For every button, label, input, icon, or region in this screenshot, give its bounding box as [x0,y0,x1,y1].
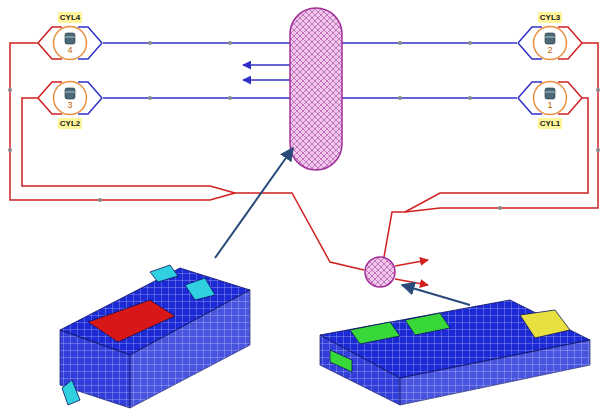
outlet-arrow [395,279,428,285]
cylinder-label: CYL4 [58,12,82,23]
cylinder-label: CYL1 [538,118,562,129]
pointer-arrow [402,285,470,305]
pointer-arrow [215,148,293,258]
plenum-mesh [60,265,250,408]
cylinder-outline [532,25,568,61]
cylinder-symbol: 2 [532,25,568,61]
exhaust-pipe [405,98,588,212]
cylinder-outline [52,80,88,116]
cylinder-number: 2 [532,45,568,55]
cylinder-number: 4 [52,45,88,55]
cylinder-node: CYL4 4 [52,12,88,63]
exhaust-pipe [405,43,598,212]
inlet-arrow [243,79,290,81]
inlet-arrow [243,64,290,66]
exhaust-pipe [22,98,235,193]
intake-pipe [103,42,290,44]
intake-pipe [340,97,517,99]
cylinder-symbol: 4 [52,25,88,61]
cylinder-label: CYL2 [58,118,82,129]
exhaust-junction [365,257,395,287]
cylinder-outline [532,80,568,116]
cylinder-label: CYL3 [538,12,562,23]
cylinder-outline [52,25,88,61]
intake-plenum [290,8,342,170]
cylinder-number: 3 [52,100,88,110]
outlet-arrow [395,260,428,266]
cylinder-node: CYL2 3 [52,78,88,129]
exhaust-pipe [235,193,364,270]
exhaust-pipe [10,43,235,200]
junction-mesh [320,300,590,405]
cylinder-node: CYL1 1 [532,78,568,129]
intake-pipe [340,42,517,44]
cylinder-number: 1 [532,100,568,110]
intake-pipe [103,97,290,99]
exhaust-pipe [384,212,405,257]
cylinder-node: CYL3 2 [532,12,568,63]
cylinder-symbol: 1 [532,80,568,116]
cylinder-symbol: 3 [52,80,88,116]
